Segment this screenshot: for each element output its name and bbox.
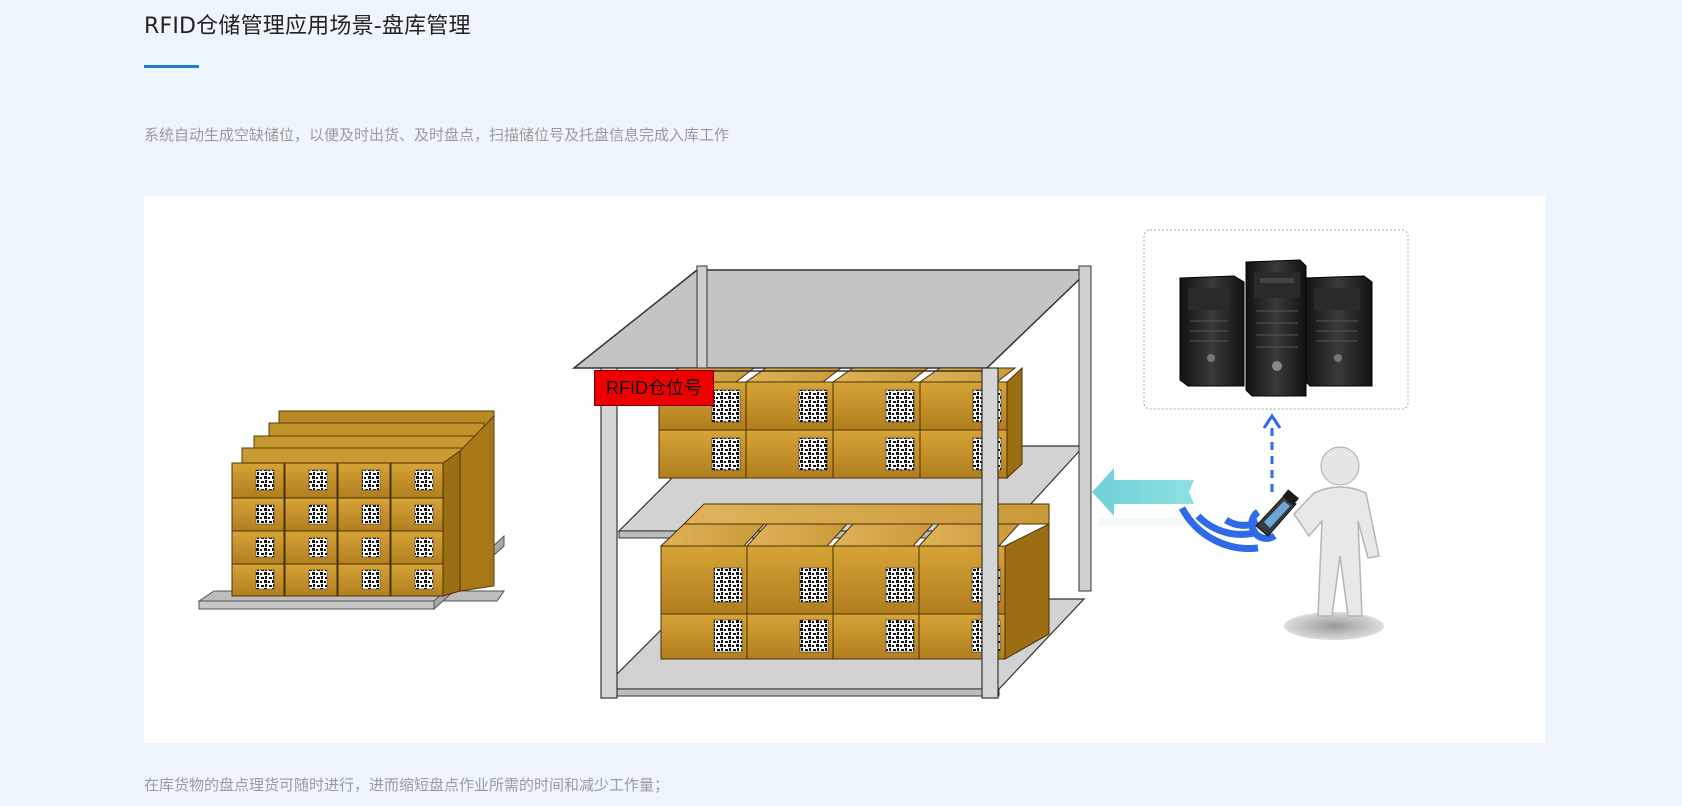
server-right-icon	[1303, 275, 1373, 387]
pallet-stack	[197, 410, 505, 611]
upload-arrow-icon	[1262, 413, 1282, 492]
data-flow-arrow-icon	[1092, 468, 1194, 526]
rfid-location-label: RFID仓位号	[594, 370, 714, 406]
server-group	[1143, 229, 1409, 410]
storage-shelf	[571, 265, 1092, 699]
rfid-signal-icon	[1178, 506, 1277, 552]
inventory-scene	[197, 229, 1409, 699]
operator-figure-icon	[1255, 446, 1384, 640]
page-description: 系统自动生成空缺储位，以便及时出货、及时盘点，扫描储位号及托盘信息完成入库工作	[144, 126, 730, 144]
page-title: RFID仓储管理应用场景-盘库管理	[144, 14, 471, 39]
warehouse-illustration: RFID仓位号	[144, 196, 1545, 743]
title-underline	[144, 65, 199, 68]
pallet-front-boxes	[231, 450, 461, 597]
server-center-icon	[1245, 259, 1307, 397]
handheld-reader-icon	[1255, 489, 1299, 537]
figure-caption: 在库货物的盘点理货可随时进行，进而缩短盘点作业所需的时间和减少工作量；	[144, 776, 670, 794]
server-left-icon	[1179, 275, 1245, 387]
